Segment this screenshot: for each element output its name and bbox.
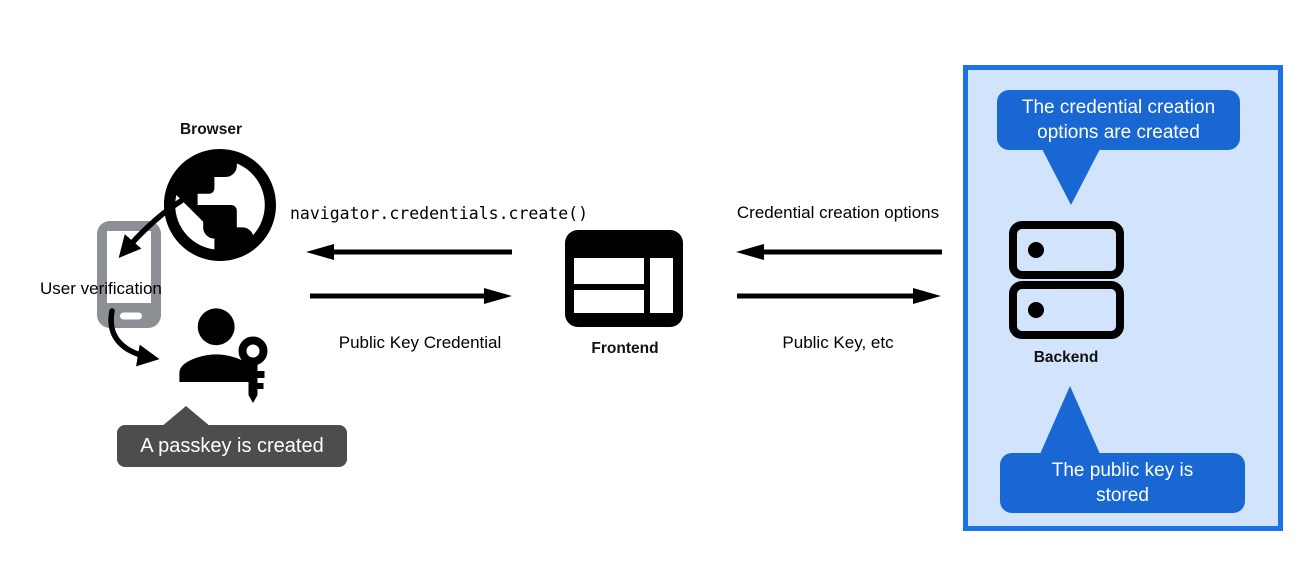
callout-public-key-stored-tail [1040,386,1100,454]
arrow-public-key-credential [310,288,512,304]
public-key-etc-label: Public Key, etc [782,333,894,352]
arrow-public-key-etc [737,288,941,304]
key-icon [238,336,268,403]
callout-options-created-tail [1041,147,1101,205]
arrow-browser-to-phone [118,198,184,258]
server-icon [1009,221,1124,339]
arrow-phone-to-person [108,308,160,367]
user-verification-label: User verification [40,279,162,298]
arrow-credential-creation-options [736,244,942,260]
frontend-label: Frontend [591,340,659,357]
create-call-label: navigator.credentials.create() [290,204,589,223]
callout-public-key-stored: The public key is stored [1000,453,1245,513]
callout-passkey-created-tail [161,406,211,427]
browser-window-icon [565,230,683,327]
public-key-credential-label: Public Key Credential [338,333,502,352]
arrow-create-call [306,244,512,260]
callout-options-created: The credential creation options are crea… [997,90,1240,150]
callout-passkey-created-text: A passkey is created [140,434,324,457]
callout-options-created-text: The credential creation options are crea… [1021,97,1216,143]
globe-icon [164,149,276,261]
credential-creation-options-label: Credential creation options [736,203,940,222]
smartphone-icon [97,221,161,328]
backend-label: Backend [1033,349,1099,366]
callout-public-key-stored-text: The public key is stored [1051,460,1194,506]
callout-passkey-created: A passkey is created [117,425,347,467]
browser-label: Browser [179,121,243,138]
